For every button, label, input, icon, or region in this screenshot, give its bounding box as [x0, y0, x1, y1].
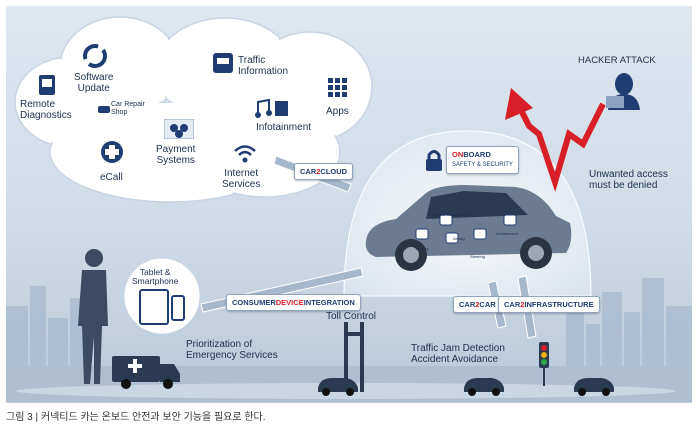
consumer-a: CONSUMER [232, 298, 276, 307]
emergency-services-label: Prioritization of Emergency Services [186, 339, 278, 361]
ground-car-toll [318, 378, 358, 396]
car-label-infotainment: Infotainment [496, 231, 519, 236]
onboard-tag-sub: SAFETY & SECURITY [452, 162, 513, 168]
car2car-b: 2 [475, 300, 480, 309]
onboard-tag-rest: BOARD [463, 150, 491, 159]
car2infra-a: CAR [504, 300, 521, 309]
toll-gate [344, 322, 364, 392]
car2cloud-tag: CAR2CLOUD [294, 163, 354, 180]
apps-icon [328, 78, 347, 97]
traffic-jam-label: Traffic Jam Detection Accident Avoidance [411, 343, 505, 365]
figure-caption: 그림 3 | 커넥티드 카는 온보드 안전과 보안 기능을 필요로 한다. [6, 412, 266, 423]
caption-divider [6, 402, 692, 403]
ecall-icon [101, 141, 123, 163]
person-silhouette [78, 249, 108, 384]
car2infra-c: INFRASTRUCTURE [524, 300, 594, 309]
onboard-tag: ONBOARD SAFETY & SECURITY [446, 146, 519, 174]
traffic-label: Traffic Information [238, 55, 289, 77]
remote-diagnostics-icon [39, 75, 55, 95]
payment-label: Payment Systems [156, 144, 196, 166]
car-repair-icon [98, 106, 110, 113]
car2cloud-c: CLOUD [320, 167, 348, 176]
device-bubble [123, 257, 201, 335]
ground-car-right [574, 378, 614, 396]
car-label-engine: Engine Management [433, 212, 470, 217]
car2infrastructure-tag: CAR2INFRASTRUCTURE [498, 296, 600, 313]
remote-diagnostics-label: Remote Diagnostics [20, 99, 72, 121]
ecall-label: eCall [100, 172, 123, 183]
lock-icon [426, 150, 442, 171]
car2car-a: CAR [459, 300, 476, 309]
car2cloud-b: 2 [316, 167, 321, 176]
car2cloud-a: CAR [300, 167, 317, 176]
hacker-icon [606, 73, 640, 110]
connected-car-diagram: Remote Diagnostics Software Update Car R… [6, 6, 692, 402]
car2infra-b: 2 [520, 300, 525, 309]
internet-services-label: Internet Services [222, 168, 261, 190]
car-repair-label: Car Repair Shop [111, 101, 145, 116]
toll-control-label: Toll Control [326, 311, 377, 322]
connected-car [365, 185, 572, 271]
software-update-icon [83, 44, 107, 68]
car-label-steering: Steering [470, 254, 485, 259]
consumer-c: INTEGRATION [303, 298, 355, 307]
hacker-attack-arrow [505, 88, 606, 193]
car-label-brakes: Brakes [416, 246, 429, 251]
traffic-icon [213, 53, 233, 73]
apps-label: Apps [326, 106, 349, 117]
wifi-icon [234, 145, 256, 163]
ambulance [112, 356, 180, 389]
consumer-b: DEVICE [275, 298, 304, 307]
software-update-label: Software Update [74, 72, 114, 94]
payment-icon [164, 119, 194, 139]
onboard-tag-prefix: ON [452, 150, 464, 159]
hacker-warning: Unwanted access must be denied [589, 169, 668, 191]
hacker-title: HACKER ATTACK [578, 55, 656, 66]
car2car-c: CAR [479, 300, 496, 309]
car-label-airbag: Airbag [453, 236, 465, 241]
car2car-tag: CAR2CAR [453, 296, 502, 313]
tablet-smartphone-label: Tablet & Smartphone [132, 267, 179, 286]
ground-car-traffic [464, 378, 504, 396]
traffic-light-icon [539, 342, 549, 386]
music-icon [255, 98, 288, 118]
infotainment-label: Infotainment [256, 122, 312, 133]
consumer-device-tag: CONSUMERDEVICEINTEGRATION [226, 294, 361, 311]
